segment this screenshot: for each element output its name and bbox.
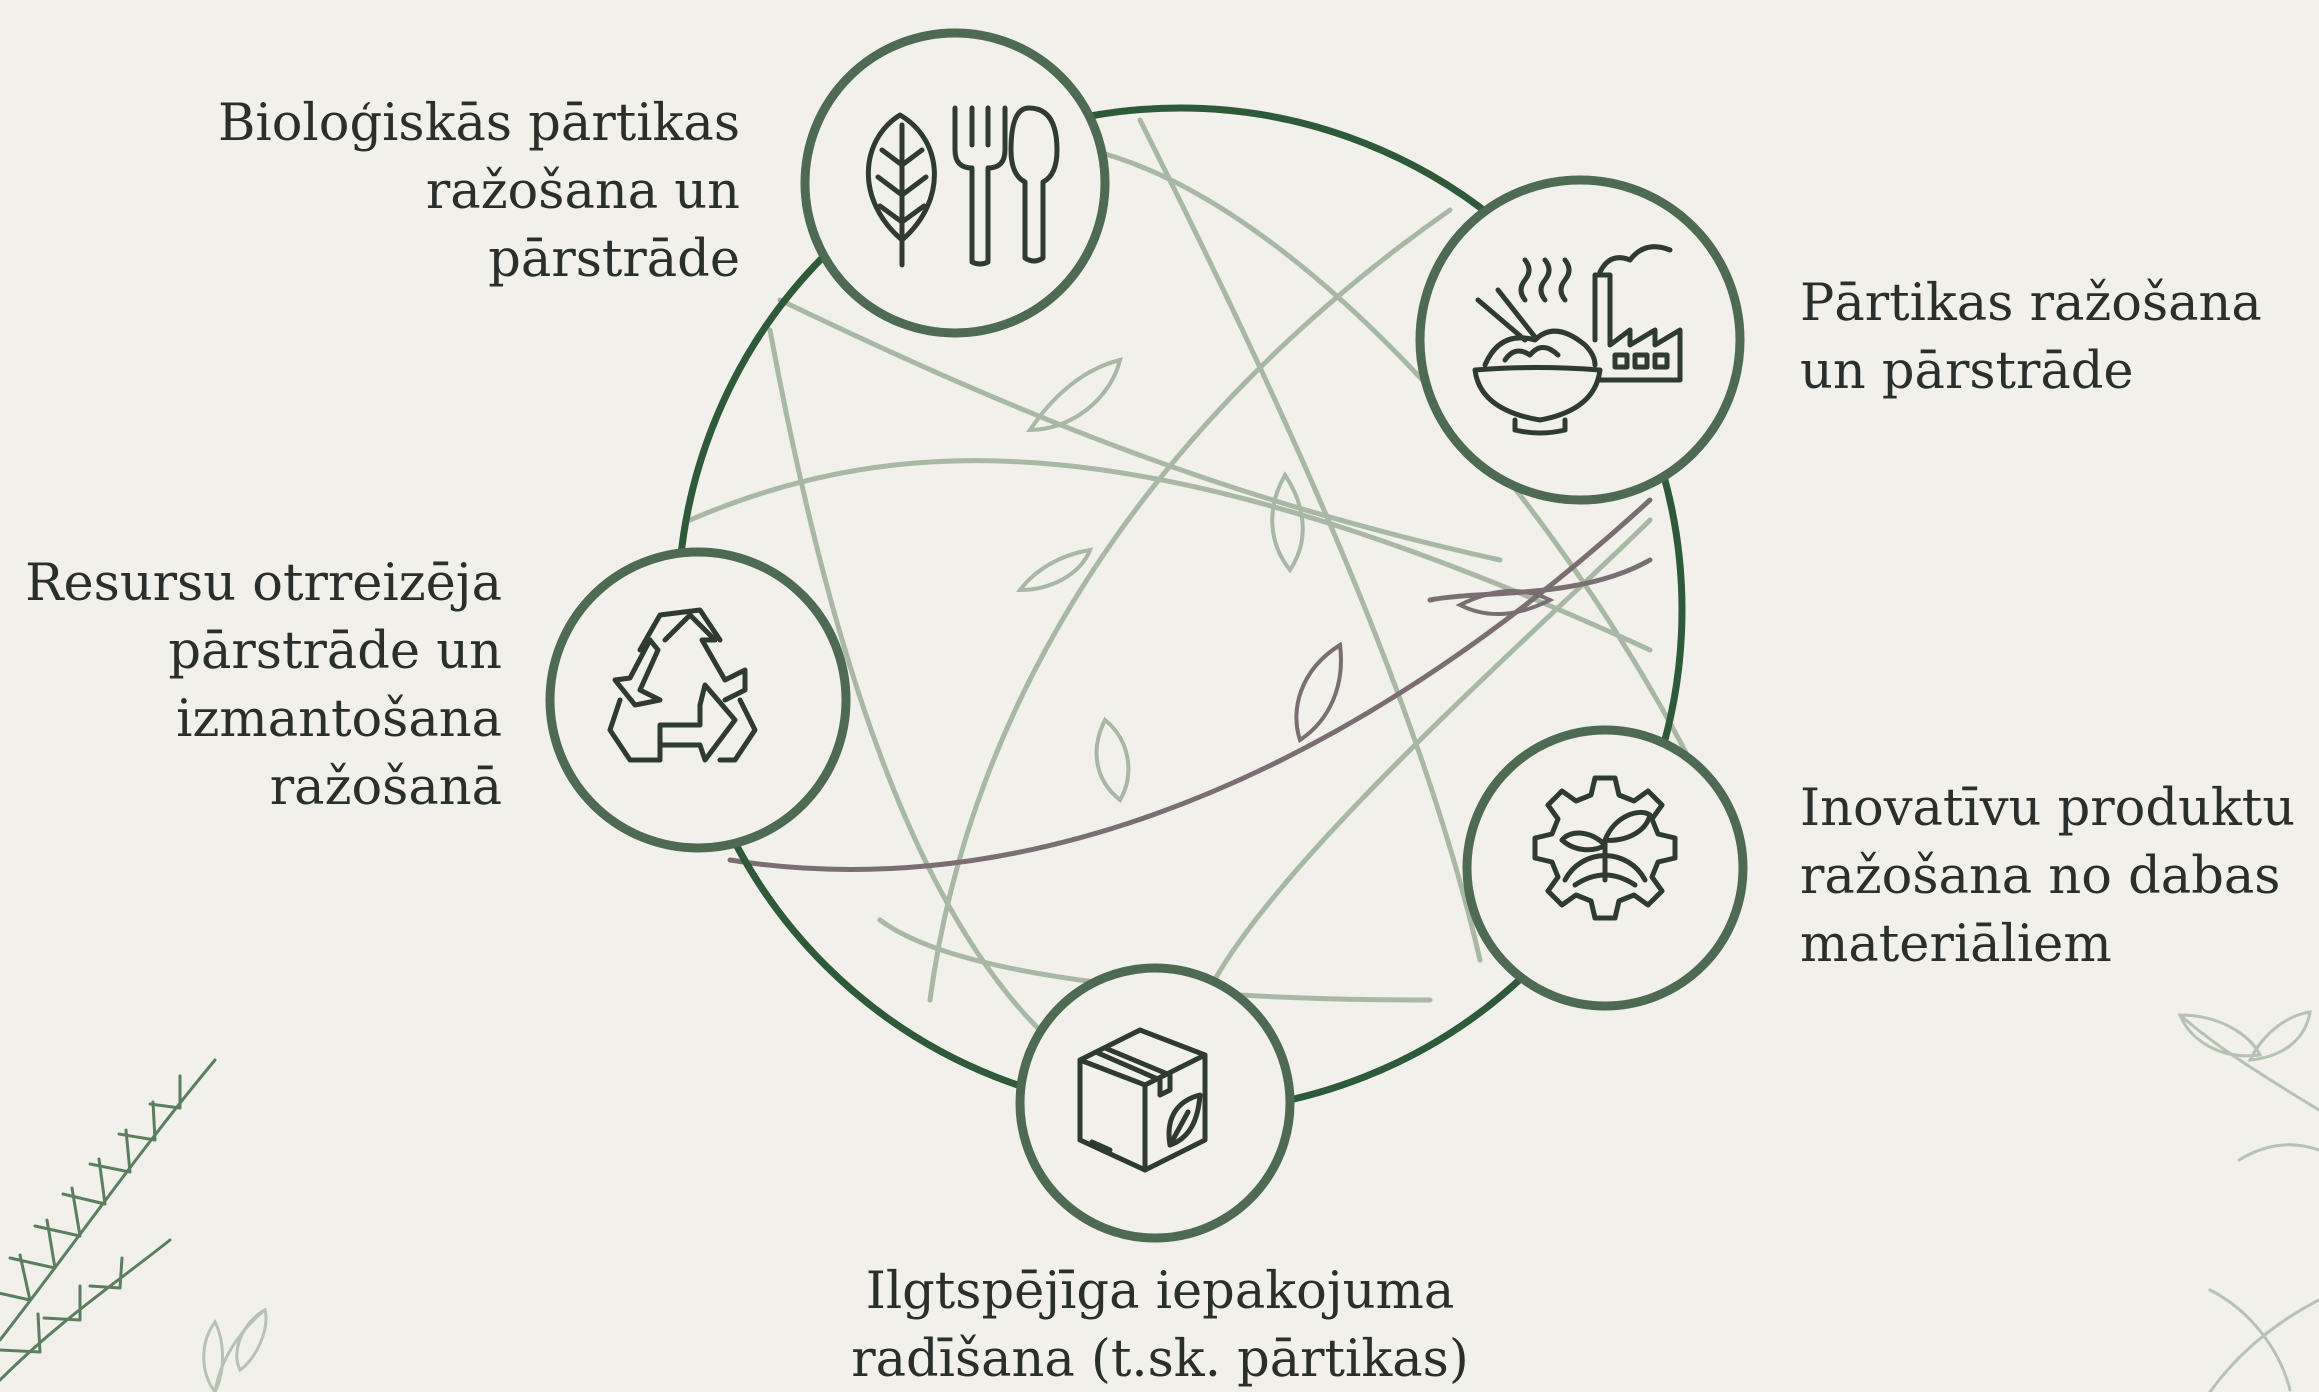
node-label-line: izmantošana — [176, 690, 502, 749]
bowl-factory-icon — [1472, 244, 1683, 436]
node-label-line: Resursu otrreizēja — [25, 554, 502, 613]
leaf-box-icon — [1077, 1027, 1208, 1173]
node-label-line: un pārstrāde — [1800, 342, 2134, 401]
recycle-icon — [607, 607, 758, 763]
node-label-line: Bioloģiskās pārtikas — [217, 94, 740, 153]
leaf-fork-spoon-icon — [865, 105, 1060, 268]
sprig-decoration-left — [202, 1307, 268, 1392]
node-label-recycle: Resursu otrreizēja pārstrāde un izmantoš… — [0, 550, 502, 822]
node-label-line: ražošana no dabas — [1800, 847, 2281, 906]
node-label-bio: Bioloģiskās pārtikas ražošana un pārstrā… — [100, 90, 740, 294]
node-label-line: Inovatīvu produktu — [1800, 779, 2296, 838]
node-label-line: materiāliem — [1800, 915, 2112, 974]
node-label-innov: Inovatīvu produktu ražošana no dabas mat… — [1800, 775, 2315, 979]
vines — [687, 117, 1703, 1043]
sprig-decoration-right — [2177, 1010, 2319, 1392]
node-label-line: ražošanā — [269, 758, 502, 817]
node-label-line: pārstrāde — [488, 230, 740, 289]
node-label-line: Ilgtspējīga iepakojuma — [865, 1262, 1455, 1321]
gear-sprout-icon — [1532, 775, 1678, 921]
node-circle-bio — [800, 28, 1110, 338]
node-circle-recycle — [545, 547, 851, 853]
node-label-line: Pārtikas ražošana — [1800, 274, 2262, 333]
fern-decoration — [0, 1058, 217, 1382]
node-label-line: pārstrāde un — [168, 622, 502, 681]
node-label-pack: Ilgtspējīga iepakojuma radīšana (t.sk. p… — [800, 1258, 1520, 1392]
node-label-food: Pārtikas ražošana un pārstrāde — [1800, 270, 2310, 406]
node-label-line: ražošana un — [425, 162, 740, 221]
node-circle-pack — [1015, 963, 1295, 1243]
node-label-line: radīšana (t.sk. pārtikas) — [851, 1330, 1469, 1389]
